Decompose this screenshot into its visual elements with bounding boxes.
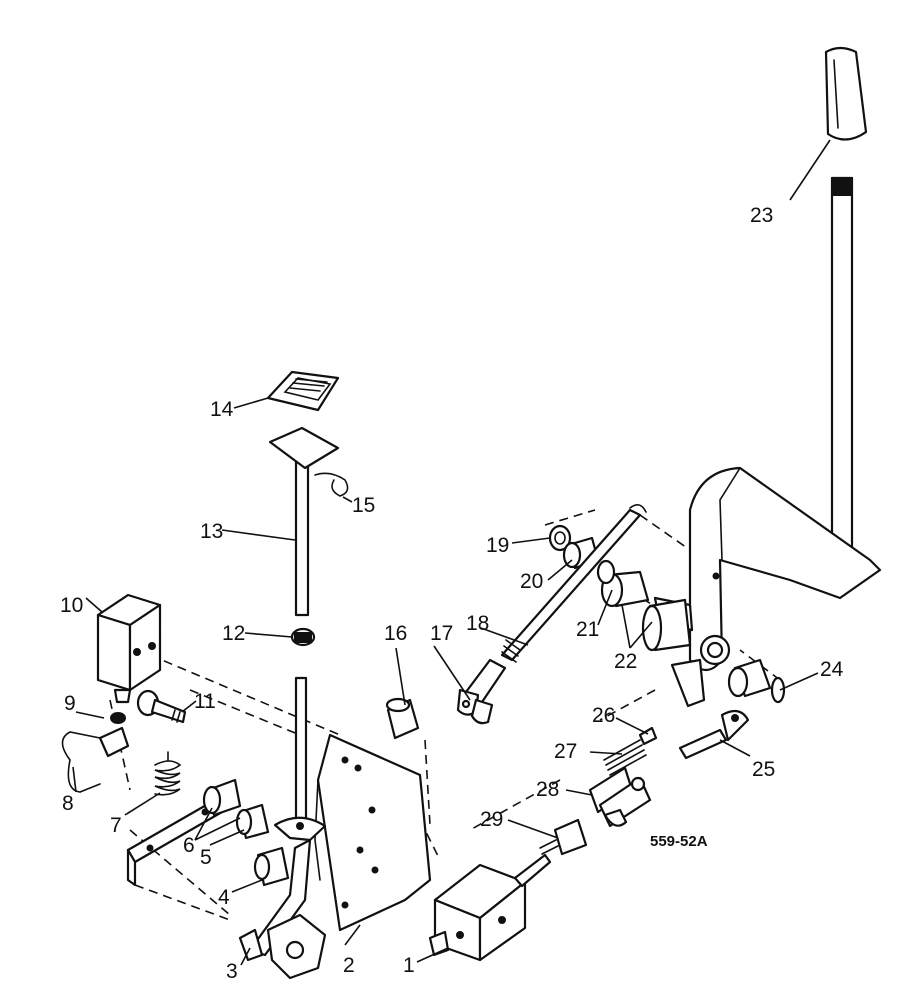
callout-19: 19	[486, 534, 509, 557]
mounting-plate	[314, 733, 432, 932]
callout-21: 21	[576, 618, 599, 641]
callout-18: 18	[466, 612, 489, 635]
pedal-pad	[266, 370, 340, 412]
callout-12: 12	[222, 622, 245, 645]
u-bracket	[61, 726, 130, 793]
washer-21a	[596, 559, 616, 585]
bolt-11	[136, 689, 187, 724]
pedal-plate	[268, 426, 340, 470]
callout-29: 29	[480, 808, 503, 831]
callout-16: 16	[384, 622, 407, 645]
lower-bracket-arm	[126, 798, 224, 887]
callout-2: 2	[343, 954, 355, 977]
callout-13: 13	[200, 520, 223, 543]
nut-9	[110, 712, 126, 724]
cotter-pin	[314, 472, 349, 497]
callout-4: 4	[218, 886, 230, 909]
bushing-4	[253, 846, 290, 887]
pedal-arm	[238, 838, 327, 980]
callout-24: 24	[820, 658, 844, 681]
hand-lever-rod	[830, 176, 854, 572]
connecting-rod	[500, 504, 647, 663]
callout-22: 22	[614, 650, 637, 673]
callout-17: 17	[430, 622, 453, 645]
figure-code: 559-52A	[650, 833, 708, 850]
callout-10: 10	[60, 594, 83, 617]
leader-lines	[72, 139, 831, 966]
sleeve	[553, 818, 588, 856]
callout-11: 11	[194, 690, 216, 713]
callout-8: 8	[62, 792, 74, 815]
hand-knob	[824, 46, 868, 141]
callout-7: 7	[110, 814, 122, 837]
bushing-6	[202, 778, 242, 817]
nut-12	[290, 627, 316, 647]
bushing-22	[641, 598, 692, 652]
callout-3: 3	[226, 960, 238, 983]
washer-24	[770, 676, 786, 704]
bushing-right	[727, 658, 772, 698]
bushing-5	[235, 803, 270, 840]
callout-23: 23	[750, 204, 773, 227]
callout-27: 27	[554, 740, 577, 763]
yoke	[588, 766, 652, 828]
clevis-pin	[678, 709, 750, 760]
callout-6: 6	[183, 834, 195, 857]
callout-5: 5	[200, 846, 212, 869]
switch-block	[428, 839, 559, 962]
callout-20: 20	[520, 570, 543, 593]
callout-9: 9	[64, 692, 76, 715]
callout-1: 1	[403, 954, 415, 977]
callout-25: 25	[752, 758, 775, 781]
callout-14: 14	[210, 398, 234, 421]
return-spring	[603, 726, 658, 776]
callout-26: 26	[592, 704, 615, 727]
solenoid-block	[96, 593, 162, 704]
callout-28: 28	[536, 778, 559, 801]
clevis	[456, 658, 507, 725]
push-rod-lower	[273, 676, 327, 842]
coil-spring	[154, 751, 182, 796]
callout-labels: 23 14 15 13 12 16 17 18 19 20 21 22 24 2…	[60, 204, 844, 983]
callout-15: 15	[352, 494, 375, 517]
spacer-16	[385, 697, 420, 740]
push-rod-upper	[294, 453, 310, 617]
